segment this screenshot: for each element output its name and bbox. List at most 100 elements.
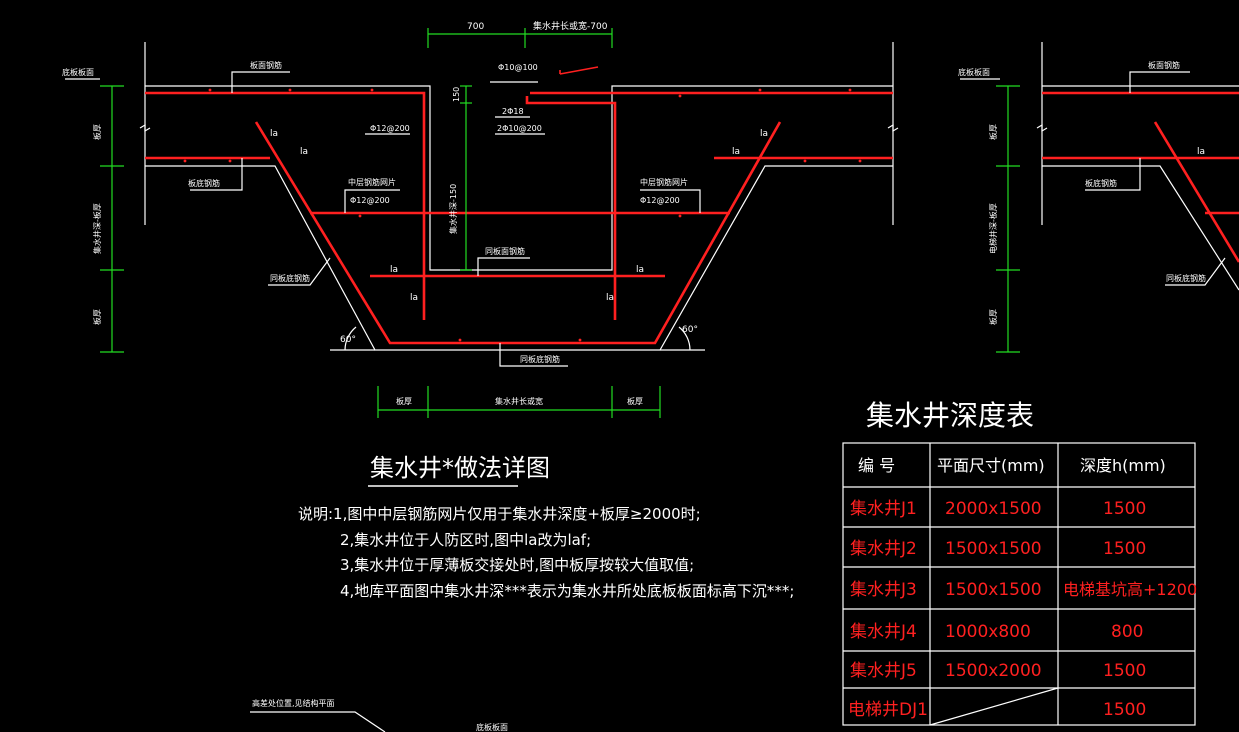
label-same-bottom: 同板底钢筋 bbox=[270, 273, 310, 283]
pit-outline bbox=[145, 165, 893, 351]
break-mark-right-detail bbox=[1036, 123, 1048, 133]
label-same-face: 同板面钢筋 bbox=[485, 246, 525, 256]
drawing-title-block: 集水井*做法详图 说明:1,图中中层钢筋网片仅用于集水井深度+板厚≥2000时;… bbox=[298, 454, 794, 600]
drawing-title: 集水井*做法详图 bbox=[370, 454, 550, 482]
table-header-id: 编 号 bbox=[858, 456, 895, 475]
table-row-id: 集水井J4 bbox=[850, 622, 917, 642]
label-mid-spec-right: Φ12@200 bbox=[640, 196, 680, 205]
leader-top-rebar bbox=[231, 71, 290, 93]
right-label-face: 底板板面 bbox=[958, 67, 990, 77]
pit-section-detail: 700 集水井长或宽-700 底板板面 板面钢筋 板底钢筋 同板底钢筋 中层钢筋… bbox=[62, 20, 899, 418]
label-board-right: 板厚 bbox=[627, 396, 643, 406]
table-row-size: 1000x800 bbox=[945, 622, 1031, 642]
rebar-dots bbox=[183, 88, 862, 342]
rebar-dot bbox=[858, 159, 862, 163]
right-label-same: 同板底钢筋 bbox=[1166, 273, 1206, 283]
rebar-dot bbox=[758, 88, 762, 92]
leader-same-bottom-2 bbox=[499, 343, 568, 367]
label-angle-right: 60° bbox=[682, 325, 698, 335]
rebar-dot bbox=[678, 94, 682, 98]
label-mid-spec-left: Φ12@200 bbox=[350, 196, 390, 205]
table-border bbox=[842, 442, 1196, 726]
leader-mid-left bbox=[344, 189, 400, 213]
label-board-left: 板厚 bbox=[396, 396, 412, 406]
right-label-la: la bbox=[1197, 147, 1205, 157]
note-1: 说明:1,图中中层钢筋网片仅用于集水井深度+板厚≥2000时; bbox=[298, 505, 701, 523]
leader-mid-right bbox=[640, 189, 701, 213]
rebar-dot bbox=[183, 159, 187, 163]
label-well-minus-700: 集水井长或宽-700 bbox=[533, 20, 608, 32]
rebar-dot bbox=[288, 88, 292, 92]
table-row-depth: 800 bbox=[1111, 622, 1143, 642]
table-header-size: 平面尺寸(mm) bbox=[937, 456, 1045, 475]
label-angle-left: 60° bbox=[340, 335, 356, 345]
right-detail-slope-rebar bbox=[1153, 121, 1239, 263]
table-row-id: 集水井J1 bbox=[850, 499, 917, 519]
pit-bottom-rebar bbox=[254, 121, 782, 345]
label-150: 150 bbox=[452, 87, 461, 102]
label-2phi10: 2Φ10@200 bbox=[497, 124, 542, 133]
table-row-size: 1500x1500 bbox=[945, 539, 1042, 559]
rebar-dot bbox=[370, 88, 374, 92]
leader-bottom-rebar bbox=[190, 158, 243, 191]
label-la-1: la bbox=[300, 147, 308, 157]
right-label-top: 板面钢筋 bbox=[1148, 60, 1180, 70]
note-3: 3,集水井位于厚薄板交接处时,图中板厚按较大值取值; bbox=[340, 556, 694, 574]
label-same-bottom-2: 同板底钢筋 bbox=[520, 354, 560, 364]
label-la-8: la bbox=[760, 129, 768, 139]
label-700: 700 bbox=[467, 22, 484, 32]
table-row-id: 集水井J2 bbox=[850, 539, 917, 559]
table-row-id: 电梯井DJ1 bbox=[848, 700, 928, 720]
right-label-thick1: 板厚 bbox=[988, 124, 998, 140]
elevator-pit-partial-detail: 底板板面 板面钢筋 板底钢筋 同板底钢筋 la 板厚 电梯井深-板厚 板厚 bbox=[958, 42, 1239, 353]
label-la-6: la bbox=[606, 293, 614, 303]
right-leader-top bbox=[1129, 71, 1190, 93]
label-side-thick2: 板厚 bbox=[92, 309, 102, 325]
table-header-depth: 深度h(mm) bbox=[1080, 456, 1166, 475]
label-mid-mesh-left: 中层钢筋网片 bbox=[348, 177, 396, 187]
label-top-rebar: 板面钢筋 bbox=[250, 60, 282, 70]
rebar-dot bbox=[803, 159, 807, 163]
angle-arc-right bbox=[678, 326, 691, 351]
table-row-id: 集水井J5 bbox=[850, 661, 917, 681]
right-leader-bottom bbox=[1085, 158, 1141, 191]
note-2: 2,集水井位于人防区时,图中la改为laf; bbox=[340, 531, 591, 549]
bottom-leader bbox=[250, 711, 386, 732]
bottom-partial-detail: 高差处位置,见结构平面 底板板面 bbox=[250, 698, 508, 732]
leader-same-bottom bbox=[268, 257, 331, 286]
table-row-depth: 1500 bbox=[1103, 499, 1146, 519]
rebar-dot bbox=[208, 88, 212, 92]
right-label-depth: 电梯井深-板厚 bbox=[988, 203, 998, 254]
label-side-depth: 集水井深-板厚 bbox=[92, 203, 102, 254]
table-row-size: 2000x1500 bbox=[945, 499, 1042, 519]
rebar-dot bbox=[458, 338, 462, 342]
right-leader-same bbox=[1165, 257, 1226, 286]
label-la-2: la bbox=[732, 147, 740, 157]
rebar-dot bbox=[228, 159, 232, 163]
right-label-bottom: 板底钢筋 bbox=[1085, 178, 1117, 188]
table-row-size: 1500x2000 bbox=[945, 661, 1042, 681]
label-phi12: Φ12@200 bbox=[370, 124, 410, 133]
table-row-depth: 1500 bbox=[1103, 661, 1146, 681]
rebar-dot bbox=[578, 338, 582, 342]
label-phi10: Φ10@100 bbox=[498, 63, 538, 72]
break-mark-left bbox=[139, 123, 151, 133]
label-2phi18: 2Φ18 bbox=[502, 107, 524, 116]
label-mid-mesh-right: 中层钢筋网片 bbox=[640, 177, 688, 187]
table-row-id: 集水井J3 bbox=[850, 580, 917, 600]
table-row-depth: 1500 bbox=[1103, 700, 1146, 720]
right-label-thick2: 板厚 bbox=[988, 309, 998, 325]
table-row-depth: 电梯基坑高+1200 bbox=[1063, 580, 1197, 599]
label-la-4: la bbox=[636, 265, 644, 275]
leader-same-face bbox=[477, 257, 530, 276]
angle-arc-left bbox=[344, 326, 357, 351]
label-well-width: 集水井长或宽 bbox=[495, 396, 543, 406]
pit-outline-right-detail bbox=[1042, 165, 1239, 291]
label-bottom-rebar: 板底钢筋 bbox=[188, 178, 220, 188]
slab-outline-left bbox=[145, 85, 893, 271]
label-la-3: la bbox=[390, 265, 398, 275]
break-mark-right bbox=[887, 123, 899, 133]
rebar-dot bbox=[848, 88, 852, 92]
depth-table: 集水井深度表 编 号 平面尺寸(mm) 深度h(mm) 集水井J1 2000x1… bbox=[842, 399, 1197, 726]
